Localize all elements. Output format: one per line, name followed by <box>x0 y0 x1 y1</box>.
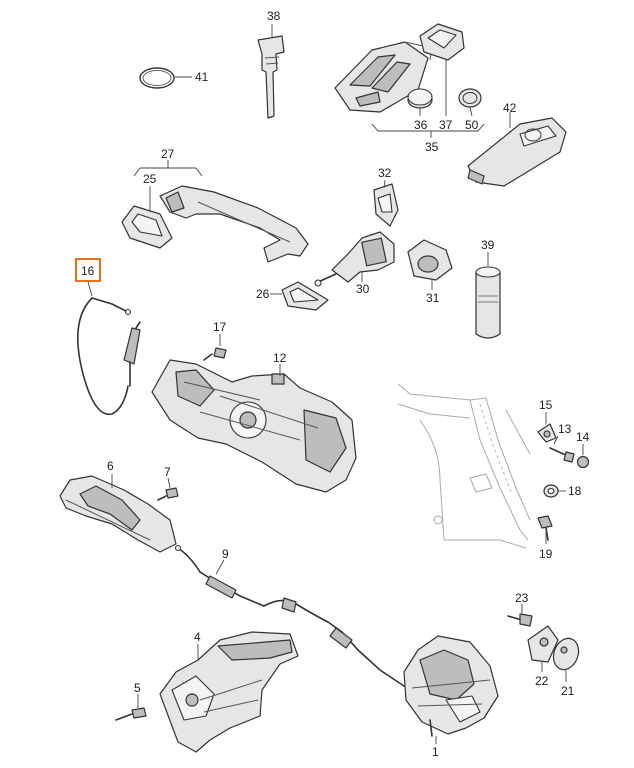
callout-31: 31 <box>426 291 440 305</box>
part-50-badge[interactable] <box>458 88 482 108</box>
callout-30: 30 <box>356 282 370 296</box>
callout-15: 15 <box>539 398 553 412</box>
callout-27: 27 <box>161 147 175 161</box>
door-body-panel <box>397 383 531 549</box>
leader-7 <box>167 477 171 489</box>
callout-35: 35 <box>425 140 439 154</box>
callout-23: 23 <box>515 591 529 605</box>
callout-14: 14 <box>576 430 590 444</box>
callout-26: 26 <box>256 287 270 301</box>
callout-38: 38 <box>267 9 281 23</box>
callout-42: 42 <box>503 101 517 115</box>
callout-21: 21 <box>561 684 575 698</box>
callout-1: 1 <box>432 745 439 759</box>
callout-4: 4 <box>194 630 201 644</box>
part-15-clip-nut[interactable] <box>537 423 557 443</box>
part-4-lock-bracket[interactable] <box>159 631 299 753</box>
leader-35-bracket <box>371 123 485 132</box>
part-32-cap[interactable] <box>373 183 399 227</box>
callout-5: 5 <box>134 681 141 695</box>
part-19-screw[interactable] <box>537 515 553 541</box>
part-7-screw[interactable] <box>157 487 179 501</box>
callout-12: 12 <box>273 351 287 365</box>
callout-37: 37 <box>439 118 453 132</box>
callout-18: 18 <box>568 484 582 498</box>
callout-50: 50 <box>465 118 479 132</box>
part-22-striker[interactable] <box>527 625 559 663</box>
callout-17: 17 <box>213 320 227 334</box>
part-5-screw[interactable] <box>115 707 147 721</box>
leader-13 <box>553 435 559 445</box>
callout-19: 19 <box>539 547 553 561</box>
part-36-battery[interactable] <box>407 88 433 109</box>
part-9-bowden-cable[interactable] <box>174 544 405 687</box>
part-18-washer[interactable] <box>543 484 559 498</box>
part-12-carrier[interactable] <box>151 359 357 493</box>
part-31-cylinder-cap[interactable] <box>407 239 453 281</box>
callout-25: 25 <box>143 172 157 186</box>
callout-41: 41 <box>195 70 209 84</box>
callout-36: 36 <box>414 118 428 132</box>
callout-9: 9 <box>222 547 229 561</box>
part-21-cover[interactable] <box>549 635 582 673</box>
callout-32: 32 <box>378 166 392 180</box>
part-13-bolt[interactable] <box>549 447 575 463</box>
leader-32 <box>383 179 386 189</box>
part-14-cap[interactable] <box>576 455 590 469</box>
part-37-cover[interactable] <box>419 23 465 61</box>
leader-16 <box>87 281 93 297</box>
callout-13: 13 <box>558 422 572 436</box>
callout-7: 7 <box>164 465 171 479</box>
part-16-cable[interactable] <box>76 297 141 415</box>
callout-39: 39 <box>481 238 495 252</box>
part-26-seal[interactable] <box>281 281 329 311</box>
part-6-interior-handle[interactable] <box>59 475 177 553</box>
part-39-tube[interactable] <box>475 266 501 339</box>
part-23-screw[interactable] <box>507 613 533 627</box>
part-30-lock-cylinder[interactable] <box>314 231 395 287</box>
callout-6: 6 <box>107 459 114 473</box>
part-17-screw[interactable] <box>203 347 227 361</box>
part-38-key-blade[interactable] <box>257 35 285 119</box>
part-41-ring[interactable] <box>139 67 175 89</box>
part-1-door-lock[interactable] <box>403 635 499 737</box>
part-25-gasket[interactable] <box>121 205 173 249</box>
part-42-key-fob[interactable] <box>467 117 567 187</box>
callout-16: 16 <box>81 264 95 278</box>
leader-9 <box>215 559 225 575</box>
leader-50 <box>469 106 473 117</box>
callout-16-highlight-box <box>75 258 101 282</box>
part-exterior-handle[interactable] <box>159 185 309 263</box>
callout-22: 22 <box>535 674 549 688</box>
